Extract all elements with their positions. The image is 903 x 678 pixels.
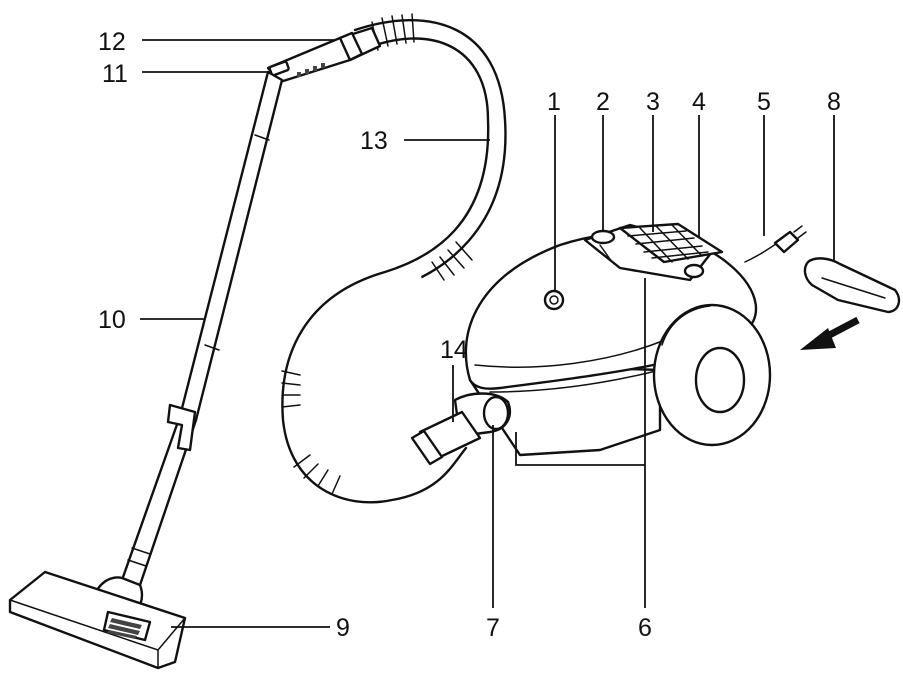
leader-lines (140, 39, 835, 628)
callout-3: 3 (646, 88, 660, 116)
callout-6: 6 (638, 614, 652, 642)
callout-1: 1 (547, 88, 561, 116)
callout-9: 9 (336, 614, 350, 642)
callout-7: 7 (486, 614, 500, 642)
telescopic-tube (120, 70, 284, 587)
callout-labels: 12 11 13 10 9 1 2 3 4 5 8 14 7 6 (98, 28, 841, 642)
callout-2: 2 (596, 88, 610, 116)
callout-5: 5 (757, 88, 771, 116)
hose-handle (266, 26, 382, 84)
tube-release-clip (166, 403, 197, 452)
hose (281, 13, 507, 504)
floor-nozzle (8, 570, 187, 670)
callout-10: 10 (98, 306, 126, 334)
arrow-icon (800, 316, 860, 350)
callout-4: 4 (692, 88, 706, 116)
callout-11: 11 (102, 60, 128, 88)
crevice-tool (803, 257, 901, 314)
callout-14: 14 (440, 336, 468, 364)
power-cord (744, 225, 807, 263)
dust-bag-indicator (683, 263, 705, 279)
callout-12: 12 (98, 28, 126, 56)
vacuum-body (410, 222, 772, 466)
callout-8: 8 (827, 88, 841, 116)
cord-rewind-button (590, 229, 616, 245)
callout-13: 13 (360, 127, 388, 155)
power-button (543, 289, 565, 311)
